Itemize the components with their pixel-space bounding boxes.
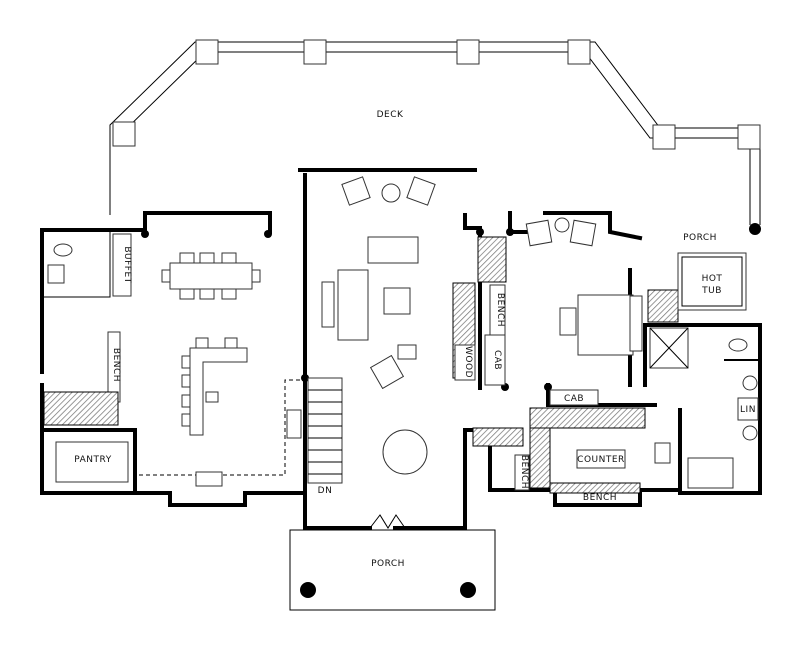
range — [286, 409, 302, 439]
buffet-label: BUFFET — [122, 246, 132, 283]
closet-shelving — [472, 427, 524, 447]
exterior-walls — [40, 168, 762, 530]
porch-rear-label: PORCH — [683, 233, 717, 243]
buffet — [112, 233, 132, 297]
side-table — [381, 183, 401, 203]
armchair — [525, 219, 553, 247]
headboard — [629, 295, 643, 352]
toilet — [53, 243, 73, 257]
porch-front-label: PORCH — [371, 559, 405, 569]
toilet — [728, 338, 748, 352]
deck-post — [737, 124, 761, 150]
bedroom-fireplace — [477, 236, 507, 283]
sink — [47, 264, 65, 284]
deck-post — [567, 39, 591, 65]
porch-post — [460, 582, 476, 598]
closet-shelving — [43, 391, 119, 426]
coffee-table — [383, 287, 411, 315]
sink — [742, 375, 758, 391]
bathtub — [687, 457, 734, 489]
washer — [654, 442, 671, 464]
hot-tub-label-1: HOT — [702, 274, 723, 284]
armchair — [341, 176, 371, 206]
cab-fireplace-label: CAB — [492, 350, 502, 370]
deck-post — [456, 39, 480, 65]
rear-porch: PORCH HOT TUB — [677, 233, 747, 311]
cabinet — [484, 334, 506, 386]
bench — [559, 307, 577, 336]
stairs — [307, 377, 343, 484]
deck-post — [112, 121, 136, 147]
counter-label: COUNTER — [577, 455, 625, 465]
sink — [742, 425, 758, 441]
wood-label: WOOD — [463, 346, 473, 378]
linen-label: LIN — [740, 405, 756, 415]
linen-closet — [737, 397, 759, 421]
cabinet — [549, 389, 599, 406]
front-porch: PORCH — [289, 514, 496, 611]
porch-post — [300, 582, 316, 598]
bench-closet-side-label: BENCH — [519, 455, 529, 489]
dining-table — [161, 252, 261, 300]
end-table — [321, 281, 335, 328]
armchair — [569, 219, 597, 247]
closet-shelving — [549, 482, 641, 494]
sofa — [337, 269, 369, 341]
hot-tub-label-2: TUB — [701, 286, 722, 296]
counter — [576, 449, 626, 469]
kitchen-island — [181, 337, 248, 436]
deck-post — [652, 124, 676, 150]
deck-post — [195, 39, 219, 65]
bed — [577, 294, 634, 356]
ottoman — [397, 344, 417, 360]
sofa — [367, 236, 419, 264]
armchair — [369, 354, 405, 390]
armchair — [406, 176, 436, 206]
closet-shelving — [529, 427, 551, 489]
kitchen-sink — [195, 471, 223, 487]
pantry-label: PANTRY — [74, 455, 111, 465]
deck-post — [303, 39, 327, 65]
bench-fireplace-label: BENCH — [495, 293, 505, 327]
master-suite: CAB COUNTER BENCH BENCH LIN — [472, 217, 761, 503]
cab-bedroom-label: CAB — [564, 394, 584, 404]
stairs-down-label: DN — [318, 486, 333, 496]
side-table — [554, 217, 570, 233]
closet-bench — [514, 454, 530, 491]
hot-tub — [677, 252, 747, 311]
deck-label: DECK — [377, 110, 404, 120]
left-wing: BUFFET BENCH PANTRY — [40, 232, 306, 495]
corner-fireplace — [647, 289, 679, 323]
closet-shelving — [529, 407, 646, 429]
bench-entry-label: BENCH — [111, 348, 121, 382]
pantry-shelf — [55, 441, 129, 483]
deck: DECK — [109, 39, 761, 225]
bench-closet-bottom-label: BENCH — [583, 493, 617, 503]
round-table — [382, 429, 428, 475]
great-room: DN WOOD BENCH CAB — [307, 176, 506, 496]
